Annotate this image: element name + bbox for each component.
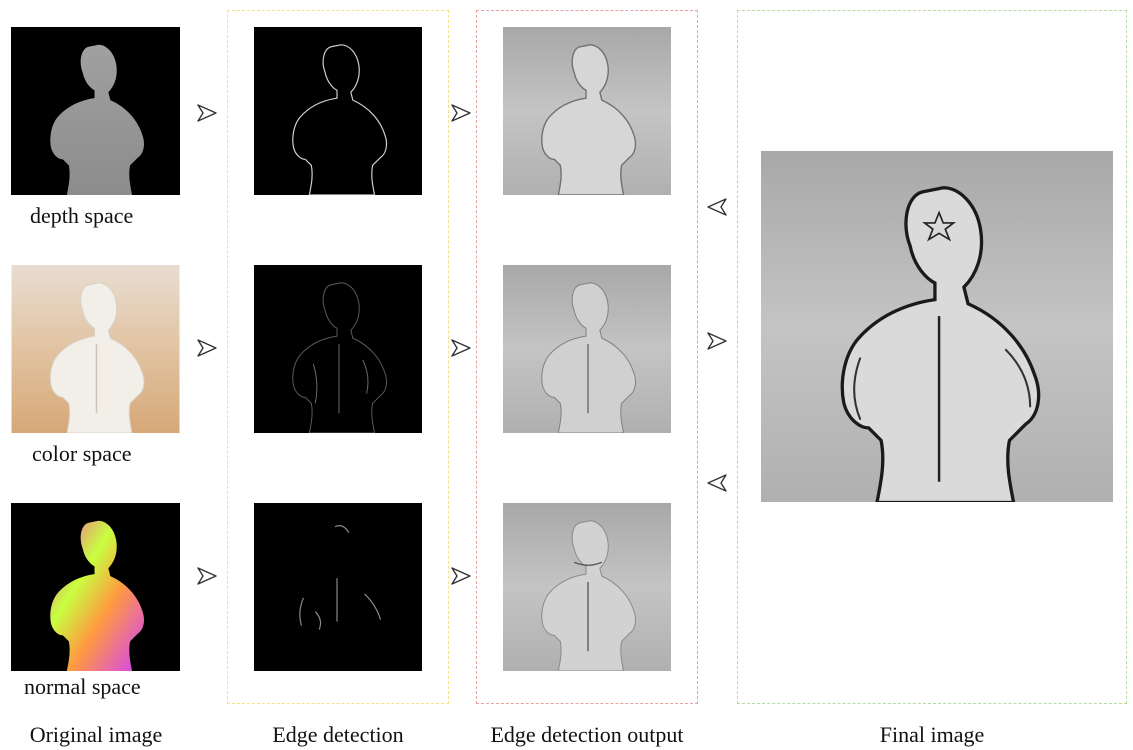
arrow-right-icon xyxy=(450,337,472,359)
color-edge-detection-image xyxy=(254,265,422,433)
normal-edge-detection-image xyxy=(254,503,422,671)
row-label-color-space: color space xyxy=(32,441,132,467)
depth-edge-detection-image xyxy=(254,27,422,195)
color-edge-output-image xyxy=(503,265,671,433)
arrow-right-icon xyxy=(196,102,218,124)
normal-space-image xyxy=(11,503,180,671)
column-label-edge-detection-output: Edge detection output xyxy=(466,722,708,748)
color-space-image xyxy=(11,265,180,433)
normal-edge-output-image xyxy=(503,503,671,671)
depth-space-image xyxy=(11,27,180,195)
column-label-final-image: Final image xyxy=(737,722,1127,748)
arrow-right-icon xyxy=(450,565,472,587)
depth-edge-output-image xyxy=(503,27,671,195)
column-label-edge-detection: Edge detection xyxy=(227,722,449,748)
row-label-depth-space: depth space xyxy=(30,203,133,229)
column-label-original-image: Original image xyxy=(0,722,192,748)
arrow-left-icon xyxy=(706,472,728,494)
arrow-right-icon xyxy=(450,102,472,124)
final-image xyxy=(761,151,1113,502)
arrow-left-icon xyxy=(706,196,728,218)
arrow-right-icon xyxy=(706,330,728,352)
arrow-right-icon xyxy=(196,565,218,587)
row-label-normal-space: normal space xyxy=(24,674,141,700)
arrow-right-icon xyxy=(196,337,218,359)
